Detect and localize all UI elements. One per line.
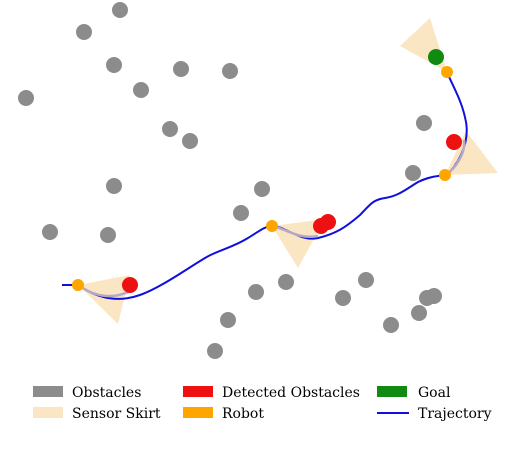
- legend: Obstacles Sensor Skirt Detected Obstacle…: [33, 385, 492, 422]
- detected-obstacle: [313, 218, 329, 234]
- legend-label-obstacles: Obstacles: [72, 385, 141, 401]
- legend-label-robot: Robot: [222, 406, 264, 422]
- obstacle: [112, 2, 128, 18]
- obstacle: [18, 90, 34, 106]
- obstacle: [419, 290, 435, 306]
- robot-swatch: [183, 407, 213, 418]
- obstacle: [106, 178, 122, 194]
- obstacle: [100, 227, 116, 243]
- detected-obstacle: [122, 277, 138, 293]
- detected-obstacles-swatch: [183, 386, 213, 397]
- obstacle: [42, 224, 58, 240]
- detected-obstacle: [446, 134, 462, 150]
- obstacle: [383, 317, 399, 333]
- legend-item-robot: Robot: [183, 406, 264, 422]
- obstacle: [162, 121, 178, 137]
- legend-item-goal: Goal: [377, 385, 451, 401]
- legend-label-trajectory: Trajectory: [418, 406, 492, 422]
- sensor-skirt-swatch: [33, 407, 63, 418]
- obstacle: [233, 205, 249, 221]
- obstacle: [173, 61, 189, 77]
- obstacle: [278, 274, 294, 290]
- legend-item-sensor-skirt: Sensor Skirt: [33, 406, 161, 422]
- obstacle: [220, 312, 236, 328]
- robot-marker: [72, 279, 84, 291]
- legend-item-detected-obstacles: Detected Obstacles: [183, 385, 360, 401]
- obstacle: [254, 181, 270, 197]
- obstacles-swatch: [33, 386, 63, 397]
- obstacle: [106, 57, 122, 73]
- obstacle: [416, 115, 432, 131]
- obstacle: [76, 24, 92, 40]
- legend-label-sensor-skirt: Sensor Skirt: [72, 406, 161, 422]
- robot-marker: [266, 220, 278, 232]
- goal-swatch: [377, 386, 407, 397]
- obstacle: [411, 305, 427, 321]
- legend-label-goal: Goal: [418, 385, 451, 401]
- legend-label-detected-obstacles: Detected Obstacles: [222, 385, 360, 401]
- robots-layer: [72, 66, 453, 291]
- obstacle: [405, 165, 421, 181]
- legend-item-obstacles: Obstacles: [33, 385, 141, 401]
- robot-marker: [439, 169, 451, 181]
- obstacle: [335, 290, 351, 306]
- obstacles-layer: [18, 2, 442, 359]
- goal-marker: [428, 49, 444, 65]
- obstacle: [182, 133, 198, 149]
- robot-marker: [441, 66, 453, 78]
- legend-item-trajectory: Trajectory: [377, 406, 492, 422]
- obstacle: [248, 284, 264, 300]
- sensor-skirt: [78, 275, 130, 324]
- obstacle: [222, 63, 238, 79]
- obstacle: [358, 272, 374, 288]
- sensor-skirt: [445, 131, 498, 175]
- obstacle: [133, 82, 149, 98]
- detected-obstacles-layer: [122, 134, 462, 293]
- obstacle: [207, 343, 223, 359]
